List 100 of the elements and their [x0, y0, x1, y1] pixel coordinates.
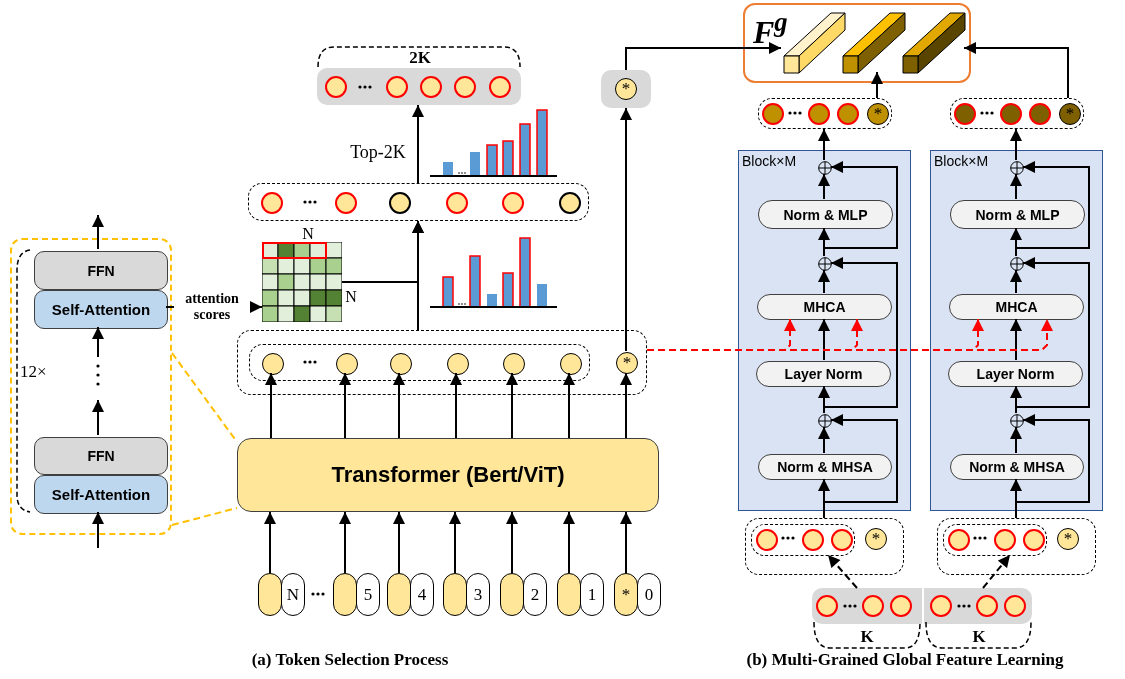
- layer-box: Norm & MHSA: [758, 454, 892, 480]
- arrow: [264, 511, 276, 574]
- transformer-block-panel: [738, 150, 911, 511]
- token-tray: [601, 70, 651, 108]
- arrow: [563, 511, 575, 574]
- add-icon: [818, 257, 832, 271]
- arrow: [1015, 161, 1090, 257]
- layer-box: MHCA: [949, 294, 1084, 320]
- add-icon: [1010, 257, 1024, 271]
- arrow: [620, 107, 632, 352]
- arrow: [1010, 269, 1022, 294]
- layer-box: Layer Norm: [948, 361, 1083, 387]
- connector-line: [171, 507, 238, 526]
- arrow: [341, 220, 424, 283]
- arrow: [823, 161, 898, 257]
- layer-box: Norm & MLP: [758, 200, 893, 229]
- position-embedding: 4: [410, 573, 434, 616]
- encoder-zoom-panel: [10, 238, 172, 535]
- arrow: [1015, 257, 1090, 414]
- transformer-box: Transformer (Bert/ViT): [237, 438, 659, 512]
- token-circle: [447, 353, 469, 375]
- arrow: [1010, 173, 1022, 200]
- block-label: Block×M: [742, 153, 797, 169]
- token-circle: [336, 353, 358, 375]
- position-embedding: 5: [356, 573, 380, 616]
- token-circle: *: [867, 103, 889, 125]
- token-circle: [390, 353, 412, 375]
- token-group-frame: [745, 518, 904, 575]
- caption: (a) Token Selection Process: [250, 650, 450, 670]
- arrow: [506, 511, 518, 574]
- arrow: [449, 511, 461, 574]
- arrow: [339, 372, 351, 439]
- arrow: [265, 372, 277, 439]
- arrow: [982, 554, 1011, 589]
- add-icon: [1010, 161, 1024, 175]
- token-circle: [560, 353, 582, 375]
- arrow: [818, 318, 830, 361]
- transformer-block-panel: [930, 150, 1103, 511]
- position-embedding: 0: [637, 573, 661, 616]
- cuboid-drawing: [842, 12, 906, 74]
- layer-box: FFN: [34, 251, 168, 290]
- add-icon: [818, 414, 832, 428]
- arrow: [963, 42, 1069, 99]
- token-group-frame: [943, 524, 1047, 556]
- arrow: [871, 71, 883, 99]
- arrow: [818, 269, 830, 294]
- arrow: [625, 42, 782, 71]
- token-circle: *: [1057, 528, 1079, 550]
- arrow: [450, 372, 462, 439]
- dimension-label: N: [302, 225, 314, 243]
- token-tray: [812, 588, 922, 624]
- repeat-label: 12×: [20, 362, 48, 382]
- token-group-frame: [248, 183, 589, 221]
- layer-box: FFN: [34, 437, 168, 475]
- feature-symbol: F$^{g}$: [753, 9, 788, 48]
- arrow: [620, 372, 632, 439]
- layer-box: Norm & MHSA: [950, 454, 1084, 480]
- arrow: [818, 426, 830, 454]
- attention-matrix-drawing: [262, 242, 342, 322]
- arrow: [92, 399, 104, 436]
- count-label: K: [972, 627, 986, 647]
- arrow: [827, 554, 858, 589]
- add-icon: [818, 161, 832, 175]
- arrow: [818, 128, 830, 161]
- arrow: [506, 372, 518, 439]
- arrow: [818, 173, 830, 200]
- position-embedding: 3: [466, 573, 490, 616]
- token-circle: *: [865, 528, 887, 550]
- token-embedding: *: [614, 573, 638, 616]
- arrow: [823, 257, 898, 414]
- count-label: 2K: [409, 48, 431, 68]
- connector-line: [171, 352, 238, 443]
- token-circle: *: [615, 78, 637, 100]
- arrow: [620, 511, 632, 574]
- caption: (b) Multi-Grained Global Feature Learning: [745, 650, 1065, 670]
- arrow: [92, 511, 104, 549]
- arrow: [393, 372, 405, 439]
- block-label: Block×M: [934, 153, 989, 169]
- token-tray: [924, 588, 1032, 624]
- add-icon: [1010, 414, 1024, 428]
- token-circle: [503, 353, 525, 375]
- token-tray: [317, 68, 521, 105]
- layer-box: Norm & MLP: [950, 200, 1085, 229]
- layer-box: Layer Norm: [756, 361, 891, 387]
- layer-box: MHCA: [757, 294, 892, 320]
- token-circle: *: [616, 352, 638, 374]
- dimension-label: N: [345, 288, 357, 306]
- feature-group-frame: [743, 3, 971, 83]
- count-label: K: [860, 627, 874, 647]
- position-embedding: 1: [580, 573, 604, 616]
- arrow: [412, 104, 424, 184]
- token-circle: [262, 353, 284, 375]
- arrow: [563, 372, 575, 439]
- token-group-frame: [937, 518, 1096, 575]
- layer-box: Self-Attention: [34, 475, 168, 514]
- layer-box: Self-Attention: [34, 290, 168, 329]
- position-embedding: 2: [523, 573, 547, 616]
- token-group-frame: [237, 330, 647, 395]
- arrow: [92, 214, 104, 250]
- arrow: [339, 511, 351, 574]
